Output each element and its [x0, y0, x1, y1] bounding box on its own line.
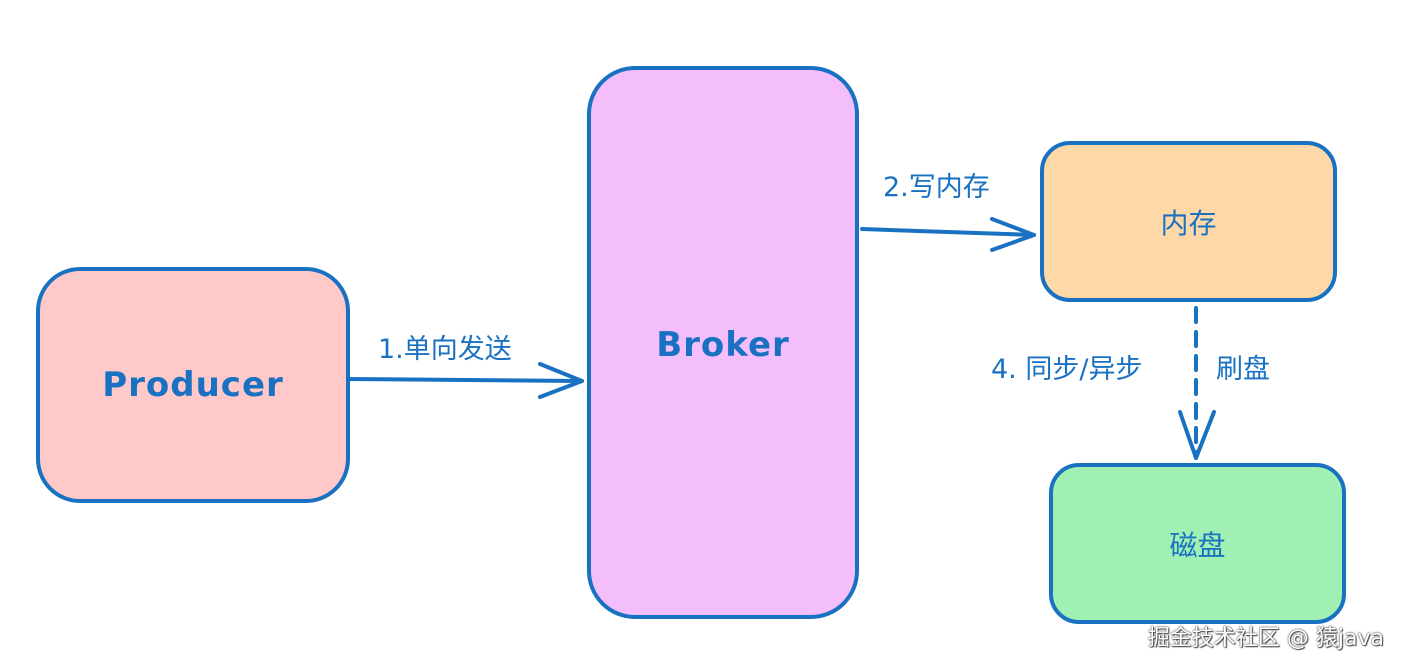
producer-node: Producer [36, 267, 350, 503]
arrow-broker-to-memory [860, 227, 1036, 237]
edge-label-write-memory: 2.写内存 [883, 172, 990, 203]
broker-node: Broker [587, 66, 859, 619]
producer-label: Producer [102, 365, 284, 405]
edge-label-sync-async: 4. 同步/异步 [991, 354, 1143, 385]
arrowhead-producer-to-broker [538, 362, 584, 399]
arrowhead-memory-to-disk [1178, 410, 1216, 460]
edge-label-flush: 刷盘 [1216, 354, 1270, 385]
disk-label: 磁盘 [1169, 528, 1226, 562]
broker-label: Broker [656, 325, 790, 365]
watermark: 掘金技术社区 @ 猿java [1147, 626, 1384, 651]
arrowhead-broker-to-memory [990, 217, 1036, 252]
edge-label-send: 1.单向发送 [378, 334, 512, 365]
arrow-producer-to-broker [343, 377, 584, 383]
memory-label: 内存 [1160, 206, 1217, 240]
memory-node: 内存 [1040, 141, 1337, 302]
disk-node: 磁盘 [1049, 463, 1346, 624]
